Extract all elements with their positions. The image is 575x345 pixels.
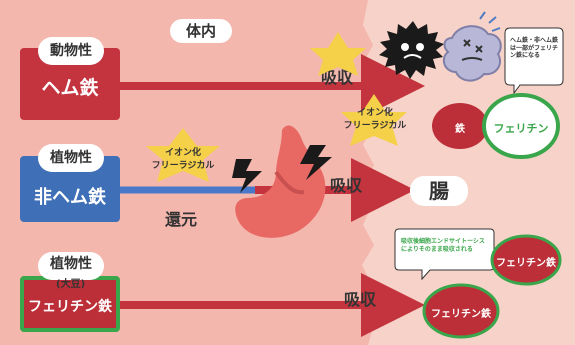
lightning-bolt-icon — [300, 145, 332, 180]
bottom-bubble-text: 吸収後細胞エンドサイトーシスによりそのまま吸収される — [401, 238, 485, 253]
nonheme-iron-absorb: 吸収 — [330, 176, 363, 195]
nonheme-iron-label: 非ヘム鉄 — [34, 187, 106, 208]
left-star-line2: フリーラジカル — [151, 161, 215, 171]
ferritin-iron-tag: 植物性 — [38, 252, 104, 280]
star-icon — [310, 32, 366, 76]
left-star-line1: イオン化 — [164, 148, 201, 158]
ferritin-iron-circle-1 — [490, 234, 562, 286]
angry-cell-icon — [379, 21, 444, 79]
right-star-line1: イオン化 — [356, 108, 393, 118]
damaged-cell-icon — [442, 11, 502, 82]
lightning-bolt-icon — [232, 159, 262, 193]
stomach-icon — [235, 125, 326, 238]
heme-iron-label: ヘム鉄 — [41, 77, 99, 99]
ferritin-iron-tag-sub: (大豆) — [56, 279, 86, 290]
ferritin-label: フェリチン — [493, 122, 549, 135]
heme-iron-tag: 動物性 — [38, 37, 104, 65]
nonheme-iron-tag: 植物性 — [38, 144, 104, 172]
star-icon — [341, 94, 407, 146]
ferritin-iron-circle-label-1: フェリチン鉄 — [496, 258, 556, 269]
body-label: 体内 — [170, 19, 232, 43]
iron-label: 鉄 — [455, 124, 465, 135]
star-icon — [146, 128, 220, 182]
ferritin-circle — [482, 93, 560, 159]
intestine-label: 腸 — [410, 176, 468, 206]
nonheme-reduction-label: 還元 — [165, 210, 198, 229]
iron-circle — [432, 103, 488, 149]
top-bubble-text: ヘム鉄・非ヘム鉄は一部がフェリチン鉄になる — [510, 37, 559, 59]
ferritin-iron-absorb: 吸収 — [344, 290, 377, 309]
right-star-line2: フリーラジカル — [343, 121, 407, 131]
ferritin-iron-circle-2 — [422, 283, 500, 339]
heme-iron-absorb: 吸収 — [321, 68, 354, 87]
ferritin-iron-circle-label-2: フェリチン鉄 — [431, 309, 491, 320]
ferritin-iron-label: フェリチン鉄 — [28, 299, 112, 315]
